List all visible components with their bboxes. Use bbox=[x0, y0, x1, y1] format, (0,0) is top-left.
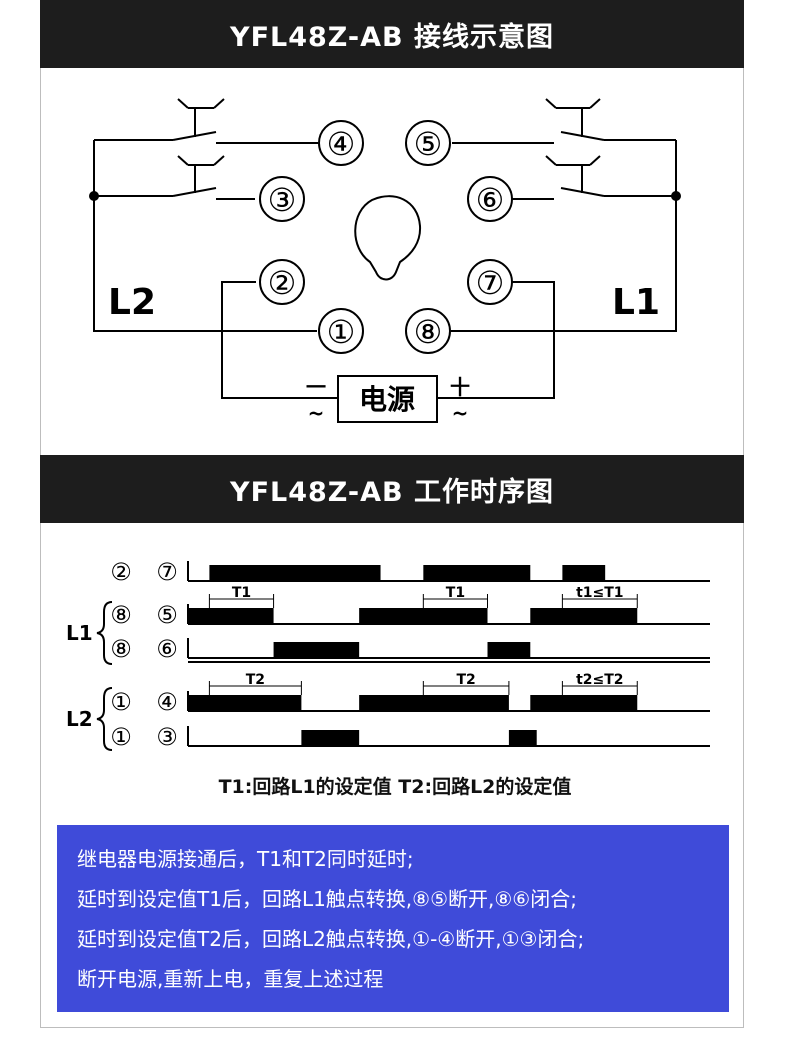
timing-row-label-5-1: ① bbox=[110, 723, 132, 751]
timing-pulse-2-1 bbox=[188, 608, 274, 624]
timing-row-label-2-2: ⑤ bbox=[156, 601, 178, 629]
description-line-2: 延时到设定值T1后，回路L1触点转换,⑧⑤断开,⑧⑥闭合; bbox=[77, 887, 577, 911]
pin-8-label: ⑧ bbox=[414, 313, 443, 351]
loop-label-l1: L1 bbox=[612, 282, 660, 323]
timing-pulse-1-1 bbox=[209, 565, 381, 581]
timing-pulse-3-2 bbox=[487, 642, 531, 658]
timing-pulse-1-2 bbox=[423, 565, 531, 581]
pin-5-label: ⑤ bbox=[414, 125, 443, 163]
l1-brace bbox=[96, 601, 113, 665]
pin-2-label: ② bbox=[268, 264, 297, 302]
interval-label-3: t1≤T1 bbox=[576, 585, 623, 601]
timing-pulse-3-1 bbox=[273, 642, 360, 658]
plus-label: 十 bbox=[450, 375, 470, 399]
description-line-3: 延时到设定值T2后，回路L2触点转换,①-④断开,①③闭合; bbox=[77, 927, 585, 951]
timing-pulse-2-3 bbox=[530, 608, 638, 624]
timing-title-banner: YFL48Z-AB 工作时序图 bbox=[40, 455, 744, 523]
interval-label-1: T1 bbox=[232, 585, 251, 601]
pin-4-label: ④ bbox=[327, 125, 356, 163]
timing-row-label-5-2: ③ bbox=[156, 723, 178, 751]
timing-row-label-3-2: ⑥ bbox=[156, 635, 178, 663]
ac-label-right: ~ bbox=[452, 401, 469, 425]
ac-label-left: ~ bbox=[308, 401, 325, 425]
timing-row-label-4-2: ④ bbox=[156, 688, 178, 716]
switch-right-top bbox=[545, 98, 605, 141]
loop-label-l2: L2 bbox=[108, 282, 156, 323]
timing-pulse-2-2 bbox=[359, 608, 488, 624]
timing-pulse-5-1 bbox=[301, 730, 360, 746]
pin-1-label: ① bbox=[327, 313, 356, 351]
timing-row-label-1-2: ⑦ bbox=[156, 558, 178, 586]
description-box: 继电器电源接通后，T1和T2同时延时; 延时到设定值T1后，回路L1触点转换,⑧… bbox=[57, 825, 729, 1012]
timing-pulse-5-2 bbox=[508, 730, 537, 746]
timing-row-label-3-1: ⑧ bbox=[110, 635, 132, 663]
wiring-title: YFL48Z-AB 接线示意图 bbox=[230, 21, 554, 53]
timing-pulse-4-2 bbox=[359, 695, 509, 711]
timing-row-label-1-1: ② bbox=[110, 558, 132, 586]
pin-6-label: ⑥ bbox=[476, 181, 505, 219]
pin-3-label: ③ bbox=[268, 181, 297, 219]
timing-title: YFL48Z-AB 工作时序图 bbox=[230, 476, 554, 508]
group-label-l2: L2 bbox=[66, 707, 93, 731]
l2-brace bbox=[96, 687, 113, 751]
group-label-l1: L1 bbox=[66, 621, 93, 645]
pin-7-label: ⑦ bbox=[476, 264, 505, 302]
timing-pulse-1-3 bbox=[562, 565, 606, 581]
minus-label: 一 bbox=[306, 375, 326, 399]
description-line-4: 断开电源,重新上电，重复上述过程 bbox=[77, 967, 384, 991]
right-bus bbox=[451, 140, 677, 332]
timing-row-label-4-1: ① bbox=[110, 688, 132, 716]
timing-pulse-4-3 bbox=[530, 695, 638, 711]
timing-pulse-4-1 bbox=[188, 695, 302, 711]
interval-label-2: T1 bbox=[446, 585, 465, 601]
power-box bbox=[337, 375, 438, 423]
switch-left-mid bbox=[172, 155, 225, 197]
switch-right-mid bbox=[545, 155, 605, 197]
left-bus bbox=[93, 140, 317, 332]
timing-caption: T1:回路L1的设定值 T2:回路L2的设定值 bbox=[218, 776, 572, 798]
interval-label-4: T2 bbox=[246, 672, 265, 688]
wiring-diagram: ④ ⑤ ③ ⑥ ② ⑦ ① ⑧ L2 L1 电源 一 十 ~ ~ bbox=[89, 98, 681, 425]
description-line-1: 继电器电源接通后，T1和T2同时延时; bbox=[77, 847, 414, 871]
interval-label-5: T2 bbox=[456, 672, 475, 688]
wiring-title-banner: YFL48Z-AB 接线示意图 bbox=[40, 0, 744, 68]
switch-left-top bbox=[172, 98, 225, 141]
socket-key bbox=[354, 195, 422, 281]
interval-label-6: t2≤T2 bbox=[576, 672, 623, 688]
power-label: 电源 bbox=[359, 383, 415, 416]
timing-row-label-2-1: ⑧ bbox=[110, 601, 132, 629]
